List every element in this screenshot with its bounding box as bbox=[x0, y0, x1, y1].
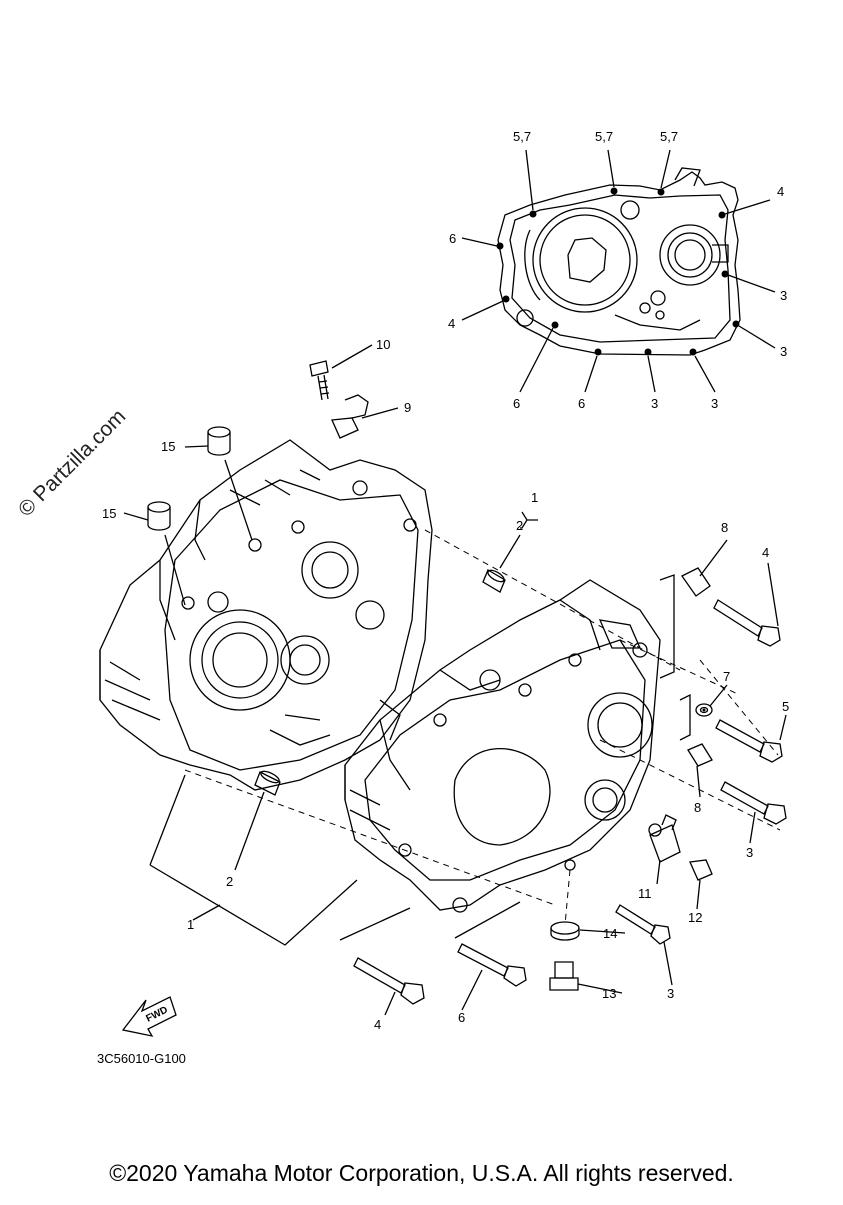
washer-part-7 bbox=[695, 703, 713, 717]
fwd-arrow-icon bbox=[121, 996, 177, 1037]
plug-part-13 bbox=[549, 961, 579, 991]
bracket-part-11 bbox=[649, 814, 681, 863]
bolt-part-3-lower bbox=[615, 904, 671, 945]
callout-4-inset-left: 4 bbox=[448, 316, 455, 331]
callout-15-a: 15 bbox=[161, 439, 175, 454]
callout-5: 5 bbox=[782, 699, 789, 714]
callout-11: 11 bbox=[638, 886, 652, 901]
main-leaders bbox=[123, 344, 787, 1016]
callout-8-top: 8 bbox=[721, 520, 728, 535]
dowel-part-2-lower bbox=[254, 770, 281, 796]
callout-3-bottom: 3 bbox=[667, 986, 674, 1001]
assembly-guide-lines bbox=[184, 529, 781, 926]
bolt-part-6-lower bbox=[457, 943, 527, 987]
bolt-part-4-lower bbox=[353, 957, 425, 1005]
left-crankcase-half bbox=[99, 439, 433, 791]
dowel-part-15-b bbox=[147, 501, 171, 531]
callout-2-top: 2 bbox=[516, 518, 523, 533]
callout-3-inset-right-a: 3 bbox=[780, 288, 787, 303]
inset-leaders bbox=[461, 149, 776, 393]
dowel-part-2-upper bbox=[482, 569, 506, 593]
clamp-part-8-upper bbox=[681, 567, 711, 597]
callout-4-right: 4 bbox=[762, 545, 769, 560]
callout-7: 7 bbox=[723, 669, 730, 684]
callout-3-inset-bottom-b: 3 bbox=[711, 396, 718, 411]
bolt-part-10 bbox=[309, 360, 330, 401]
bolt-part-5 bbox=[715, 719, 783, 763]
callout-3-inset-right-b: 3 bbox=[780, 344, 787, 359]
bolt-part-12 bbox=[689, 859, 713, 881]
callout-6-inset-left: 6 bbox=[449, 231, 456, 246]
callout-12: 12 bbox=[688, 910, 702, 925]
callout-1-bottom: 1 bbox=[187, 917, 194, 932]
callout-5-7-c: 5,7 bbox=[660, 129, 678, 144]
callout-6-inset-bottom-b: 6 bbox=[578, 396, 585, 411]
callout-5-7-b: 5,7 bbox=[595, 129, 613, 144]
callout-9: 9 bbox=[404, 400, 411, 415]
washer-part-14 bbox=[550, 921, 580, 941]
bolt-part-4-right bbox=[713, 599, 781, 647]
callout-labels: 5,7 5,7 5,7 4 6 3 4 3 6 6 3 3 10 9 15 15… bbox=[102, 129, 789, 1032]
callout-2-bottom: 2 bbox=[226, 874, 233, 889]
callout-5-7-a: 5,7 bbox=[513, 129, 531, 144]
callout-3-inset-bottom-a: 3 bbox=[651, 396, 658, 411]
crankcase-outline-inset bbox=[497, 167, 741, 356]
callout-14: 14 bbox=[603, 926, 617, 941]
callout-4-inset-top: 4 bbox=[777, 184, 784, 199]
inset-bolt-points bbox=[496, 187, 740, 356]
callout-4-bottom: 4 bbox=[374, 1017, 381, 1032]
callout-6-inset-bottom-a: 6 bbox=[513, 396, 520, 411]
callout-10: 10 bbox=[376, 337, 390, 352]
callout-1-top: 1 bbox=[531, 490, 538, 505]
diagram-code: 3C56010-G100 bbox=[97, 1051, 186, 1066]
copyright-footer: ©2020 Yamaha Motor Corporation, U.S.A. A… bbox=[109, 1160, 734, 1186]
callout-15-b: 15 bbox=[102, 506, 116, 521]
dowel-part-15-a bbox=[207, 426, 231, 456]
callout-3-right: 3 bbox=[746, 845, 753, 860]
clamp-part-8-lower bbox=[687, 743, 713, 767]
right-crankcase-half bbox=[344, 579, 662, 913]
callout-6-bottom: 6 bbox=[458, 1010, 465, 1025]
clamp-part-9 bbox=[331, 394, 369, 439]
callout-8-bottom: 8 bbox=[694, 800, 701, 815]
bolt-part-3-right bbox=[720, 781, 787, 825]
callout-13: 13 bbox=[602, 986, 616, 1001]
